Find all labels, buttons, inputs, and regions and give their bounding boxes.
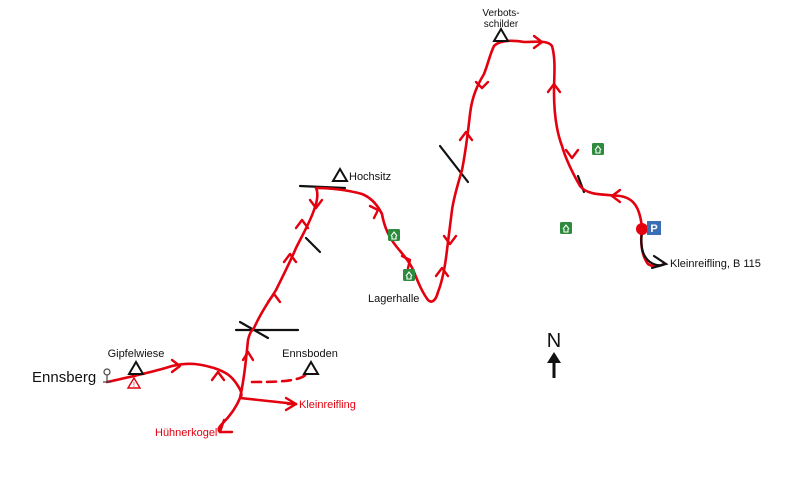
label-kleinreifling: Kleinreifling bbox=[299, 399, 356, 411]
label-huehnerkogel: Hühnerkogel bbox=[155, 427, 217, 439]
north-label: N bbox=[547, 330, 561, 352]
label-ennsberg: Ennsberg bbox=[32, 369, 96, 386]
warning-triangle-icon: ! bbox=[126, 376, 142, 389]
summit-icon-hochsitz bbox=[331, 167, 349, 182]
hut-icon bbox=[403, 269, 415, 281]
crossing-paths bbox=[234, 144, 586, 340]
label-verbot-1: Verbots- bbox=[482, 8, 519, 19]
label-verbot-2: schilder bbox=[484, 19, 519, 30]
label-lagerhalle: Lagerhalle bbox=[368, 293, 419, 305]
parking-letter: P bbox=[650, 223, 657, 235]
road-exit bbox=[640, 230, 669, 270]
label-hochsitz: Hochsitz bbox=[349, 171, 391, 183]
hut-icon bbox=[560, 222, 572, 234]
label-ennsboden: Ennsboden bbox=[282, 348, 338, 360]
summit-icon-verbotsschilder bbox=[492, 27, 510, 42]
summit-icon-gipfelwiese bbox=[127, 360, 145, 375]
north-arrow-icon: N bbox=[547, 330, 561, 378]
summit-icon-ennsboden bbox=[302, 360, 320, 375]
parking-icon: P bbox=[636, 221, 661, 235]
label-gipfelwiese: Gipfelwiese bbox=[108, 348, 165, 360]
start-point-icon bbox=[103, 368, 111, 383]
hut-icon bbox=[388, 229, 400, 241]
svg-text:!: ! bbox=[133, 382, 135, 389]
hut-icon bbox=[592, 143, 604, 155]
label-kleinreifling-b115: Kleinreifling, B 115 bbox=[670, 258, 761, 270]
main-route bbox=[105, 39, 666, 434]
